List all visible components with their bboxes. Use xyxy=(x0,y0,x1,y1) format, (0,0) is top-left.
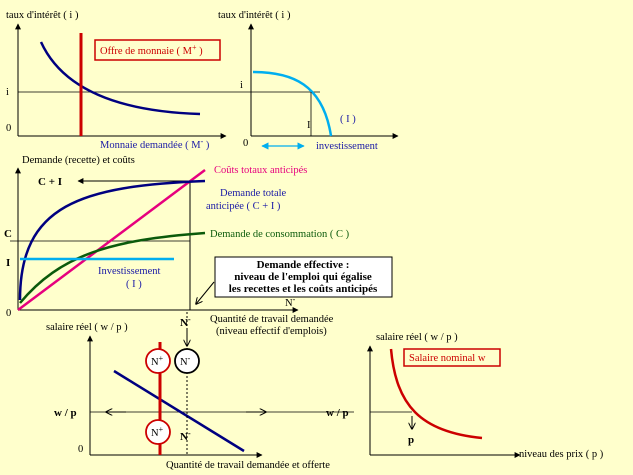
money-demand-curve xyxy=(39,41,201,116)
labour-zero-tick: 0 xyxy=(78,444,83,455)
total-demand-label-2: anticipée ( C + I ) xyxy=(206,201,281,212)
labour-n-minus-top: N- xyxy=(180,315,191,329)
nominal-wage-label: Salaire nominal w xyxy=(409,353,486,364)
demand-x-axis-label-2: (niveau effectif d'emplois) xyxy=(216,326,327,337)
circle-n-plus-text: N+ xyxy=(151,354,164,368)
demand-n-minus-tick: N- xyxy=(285,295,296,309)
box-line-1: Demande effective : xyxy=(257,259,350,271)
price-x-axis-label: niveau des prix ( p ) xyxy=(519,449,604,460)
total-costs-label: Coûts totaux anticipés xyxy=(214,165,307,176)
price-p-tick: p xyxy=(408,434,414,446)
labour-demand-curve xyxy=(113,369,245,453)
investment-i-tick: i xyxy=(240,80,243,91)
circle-n-minus-text: N- xyxy=(180,354,191,368)
investment-I-tick: I xyxy=(307,120,311,131)
box-line-3: les recettes et les coûts anticipés xyxy=(229,283,378,295)
box-line-2: niveau de l'emploi qui égalise xyxy=(234,271,372,283)
box-pointer-arrow xyxy=(196,281,215,304)
investment-y-axis-label: taux d'intérêt ( i ) xyxy=(218,10,291,21)
total-demand-curve xyxy=(18,179,206,301)
c-tick: C xyxy=(4,228,12,240)
labour-x-axis-label: Quantité de travail demandée et offerte xyxy=(166,460,330,471)
labour-n-minus-bottom: N- xyxy=(180,429,191,443)
c-plus-i-tick: C + I xyxy=(38,176,62,188)
investment-zero-tick: 0 xyxy=(243,138,248,149)
price-panel: salaire réel ( w / p ) w / p Salaire nom… xyxy=(326,332,604,460)
circle-n-plus-low-text: N+ xyxy=(151,425,164,439)
total-demand-label-1: Demande totale xyxy=(220,188,287,199)
labour-wp-tick: w / p xyxy=(54,407,77,419)
i-tick-demand: I xyxy=(6,257,10,269)
money-x-axis-label: Monnaie demandée ( M- ) xyxy=(100,137,210,151)
circle-n-minus xyxy=(174,348,200,374)
effective-demand-box xyxy=(214,256,393,298)
labour-market-panel: salaire réel ( w / p ) w / p 0 N- N+ N- … xyxy=(46,312,354,471)
money-y-axis-label: taux d'intérêt ( i ) xyxy=(6,10,79,21)
money-market-panel: taux d'intérêt ( i ) i 0 Offre de monnai… xyxy=(6,10,227,151)
investment-label-2: ( I ) xyxy=(126,279,142,290)
money-supply-label: Offre de monnaie ( M+ ) xyxy=(100,43,203,57)
money-zero-tick: 0 xyxy=(6,123,11,134)
consumption-curve xyxy=(19,231,206,304)
labour-y-axis-label: salaire réel ( w / p ) xyxy=(46,322,128,333)
money-i-tick: i xyxy=(6,87,9,98)
investment-panel: taux d'intérêt ( i ) i 0 I ( I ) investi… xyxy=(218,10,399,152)
demand-y-axis-label: Demande (recette) et coûts xyxy=(22,155,135,166)
investment-x-axis-label: investissement xyxy=(316,141,378,152)
circle-n-plus-low xyxy=(145,419,171,445)
investment-curve xyxy=(252,70,333,137)
price-wp-tick: w / p xyxy=(326,407,349,419)
investment-curve-label: ( I ) xyxy=(340,114,356,125)
investment-label-1: Investissement xyxy=(98,266,160,277)
money-supply-box xyxy=(94,39,221,61)
demand-x-axis-label-1: Quantité de travail demandée xyxy=(210,314,334,325)
consumption-label: Demande de consommation ( C ) xyxy=(210,229,350,240)
nominal-wage-box xyxy=(403,348,501,367)
demand-zero-tick: 0 xyxy=(6,308,11,319)
effective-demand-panel: Demande (recette) et coûts C + I C I 0 C… xyxy=(4,155,393,337)
price-y-axis-label: salaire réel ( w / p ) xyxy=(376,332,458,343)
total-costs-line xyxy=(17,168,206,312)
circle-n-plus xyxy=(145,348,171,374)
nominal-wage-curve xyxy=(389,348,483,440)
